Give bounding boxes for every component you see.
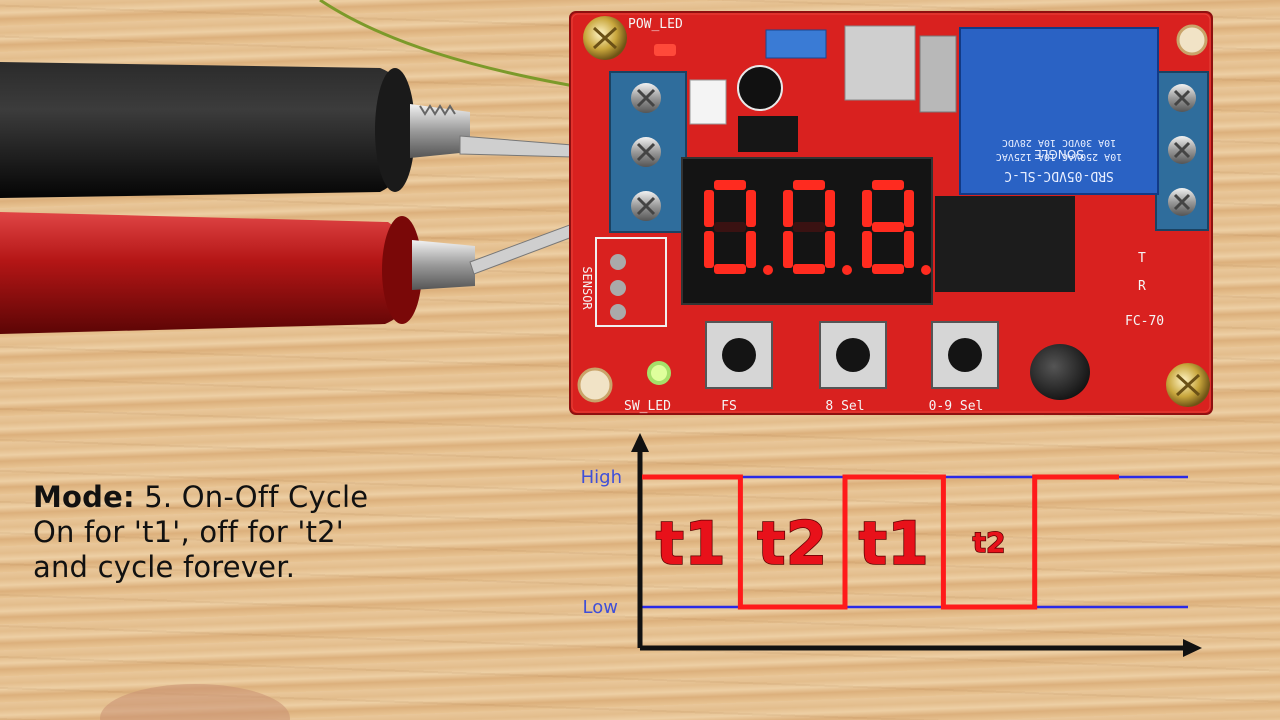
annotation-t2-3: t2 [973,526,1006,559]
finger-blur [100,684,290,720]
digit-2-segment-g [872,222,904,232]
relay-board: SRD-05VDC-SL-C 10A 250VAC 10A 125VAC 10A… [569,11,1213,415]
black-alligator-clip [0,62,611,198]
microcontroller-chip [935,196,1075,292]
digit-2-segment-d [872,264,904,274]
pin-r-label: R [1138,279,1146,294]
digit-1-segment-b [825,190,835,227]
button-fs[interactable]: FS [705,321,773,414]
button-0-9-sel[interactable]: 0-9 Sel [929,321,999,414]
digit-1-segment-e [783,231,793,268]
annotation-t2-1: t2 [757,509,827,579]
digit-0-segment-e [704,231,714,268]
green-wire [319,0,611,94]
relay-brand: SONGLE [1034,147,1084,161]
digit-2-segment-a [872,180,904,190]
digit-1-segment-f [783,190,793,227]
digit-2-dot [921,265,931,275]
button-8-sel[interactable]: 8 Sel [819,321,887,414]
digit-1-segment-c [825,231,835,268]
switch-led-label: SW_LED [624,399,671,414]
mode-caption: Mode: 5. On-Off Cycle On for 't1', off f… [33,480,413,585]
digit-0-segment-d [714,264,746,274]
power-led [654,44,676,56]
digit-0-segment-a [714,180,746,190]
x-axis-arrow [1183,639,1202,657]
relay [959,27,1159,195]
relay-rating-dc: 10A 30VDC 10A 28VDC [1002,137,1116,148]
signal-series-0 [642,474,1119,610]
digit-1-segment-d [793,264,825,274]
digit-0-dot [763,265,773,275]
digit-0-segment-c [746,231,756,268]
relay-model: SRD-05VDC-SL-C [1004,168,1114,183]
annotation-t1-0: t1 [655,509,725,579]
caption-line-2: On for 't1', off for 't2' [33,515,344,549]
mode-key: Mode: [33,480,135,514]
digit-1-dot [842,265,852,275]
model-label: FC-70 [1125,314,1164,329]
digit-1-segment-a [793,180,825,190]
button-8-sel-label: 8 Sel [825,399,864,414]
digit-2-segment-b [904,190,914,227]
switch-led [647,361,671,385]
digit-0-segment-f [704,190,714,227]
digit-2-segment-f [862,190,872,227]
caption-line-mode: Mode: 5. On-Off Cycle [33,480,413,515]
digit-1-segment-g [793,222,825,232]
power-led-label: POW_LED [628,17,683,32]
level-label-high: High [581,467,622,488]
pin-t-label: T [1138,251,1146,266]
digit-0-segment-g [714,222,746,232]
button-0-9-sel-label: 0-9 Sel [929,399,984,414]
caption-line-3: and cycle forever. [33,550,296,584]
red-alligator-clip [0,209,613,334]
button-fs-label: FS [721,399,737,414]
digit-2-segment-e [862,231,872,268]
relay-rating-ac: 10A 250VAC 10A 125VAC [996,151,1122,162]
y-axis-arrow [631,433,649,452]
mode-value: 5. On-Off Cycle [134,480,369,514]
level-label-low: Low [583,597,618,618]
sensor-label: SENSOR [580,266,594,310]
annotation-t1-2: t1 [858,509,928,579]
display-digits [704,180,931,275]
capacitor [1030,344,1090,400]
digit-0-segment-b [746,190,756,227]
digit-2-segment-c [904,231,914,268]
